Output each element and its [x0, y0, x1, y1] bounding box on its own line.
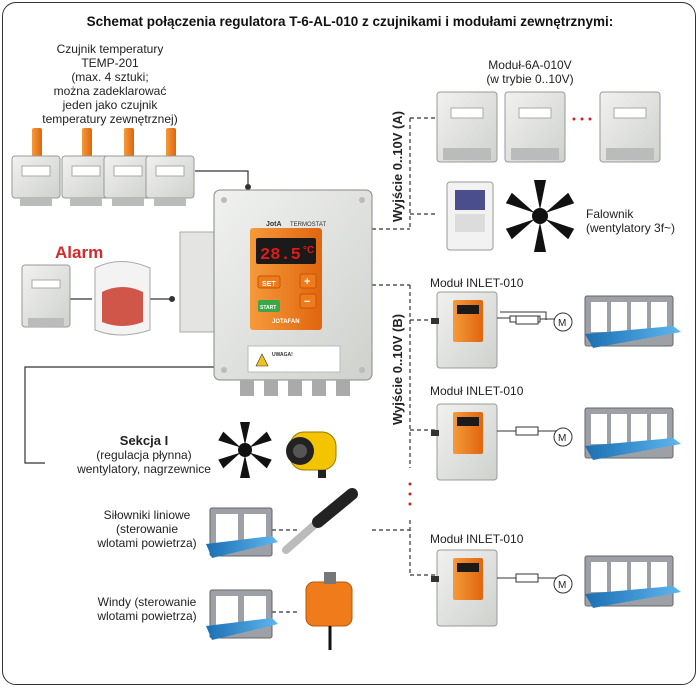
controller-brand: JOTAFAN: [272, 319, 300, 325]
continuation-dots: [408, 117, 592, 506]
diagram-title: Schemat połączenia regulatora T-6-AL-010…: [86, 14, 614, 29]
module-6a-label: Moduł-6A-010V (w trybie 0..10V): [486, 58, 574, 86]
winches-label: Windy (sterowanie wlotami powietrza): [97, 595, 197, 623]
motor-symbol-1: M: [558, 318, 566, 329]
motor-symbols: [553, 312, 573, 594]
warning-title: UWAGA!: [272, 352, 293, 358]
winch-icon: [305, 572, 353, 650]
plus-button-label: +: [304, 276, 310, 288]
controller-display: [256, 238, 316, 264]
motor-symbol-2: M: [558, 433, 566, 444]
inlet-module-label-1: Moduł INLET-010: [430, 276, 524, 290]
start-button-label: START: [260, 305, 276, 311]
section-wire: [24, 366, 228, 464]
inlet-wiring: [497, 311, 556, 579]
linear-actuator-icon: [282, 488, 358, 554]
heater-icon: [286, 431, 337, 478]
controller-brand-mark: JotA: [266, 221, 282, 228]
inlet-module-label-3: Moduł INLET-010: [430, 532, 524, 546]
alarm-label: Alarm: [55, 243, 104, 262]
siren-icon: [94, 261, 151, 336]
sensor-wire: [195, 170, 249, 187]
inverter-label: Falownik (wentylatory 3f~): [586, 207, 676, 235]
sensor-label: Czujnik temperatury TEMP-201 (max. 4 szt…: [42, 42, 178, 126]
set-button-label: SET: [262, 281, 276, 288]
controller-header: TERMOSTAT: [290, 222, 326, 228]
minus-button-label: −: [304, 296, 310, 308]
controller-display-value: 28.5: [260, 246, 301, 265]
inlet-module-label-2: Moduł INLET-010: [430, 384, 524, 398]
inlet-modules: [431, 291, 498, 627]
module-6a-units: [436, 91, 661, 163]
air-inlet-flaps: [206, 295, 681, 640]
inverter-icon: [446, 181, 494, 251]
actuators-label: Siłowniki liniowe (sterowanie wlotami po…: [97, 508, 197, 550]
resistor-symbols: [515, 315, 539, 583]
section-label: Sekcja I (regulacja płynna) wentylatory,…: [77, 433, 211, 477]
alarm-module: [21, 264, 71, 328]
fan-icon-section: [218, 422, 272, 478]
controller-unit: °C: [303, 245, 314, 256]
motor-symbol-3: M: [558, 580, 566, 591]
temperature-sensors: [11, 128, 195, 206]
main-controller: [179, 189, 373, 396]
fan-icon-right: [505, 180, 575, 252]
